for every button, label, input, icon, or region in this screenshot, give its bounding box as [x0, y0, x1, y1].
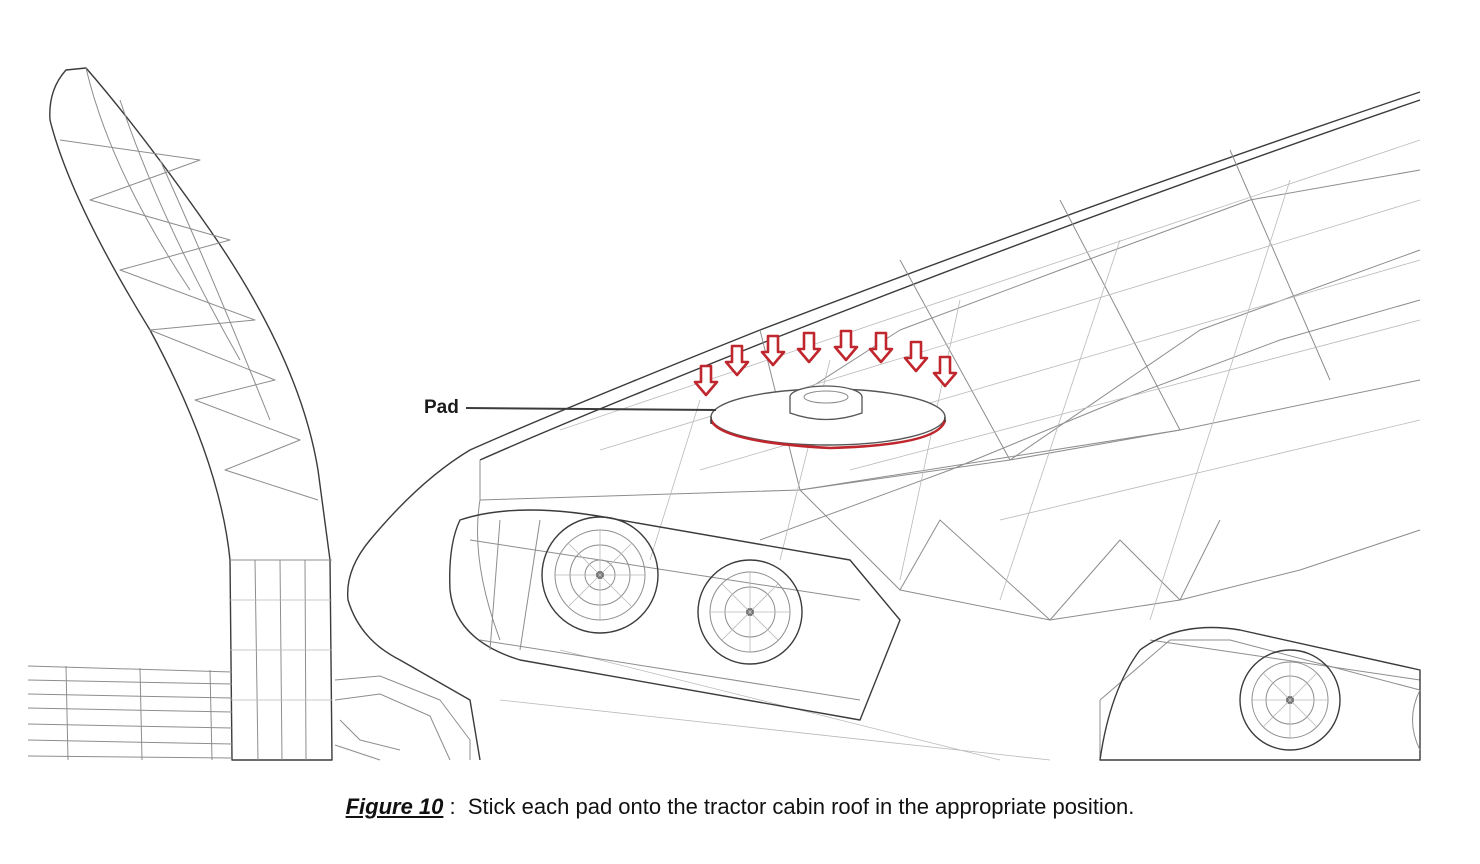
- pad-disc: [709, 385, 947, 450]
- callout-leader-line: [465, 407, 717, 411]
- press-down-arrow-icon: [760, 334, 786, 367]
- exhaust-pipe: [49, 67, 333, 761]
- press-down-arrow-icon: [724, 344, 750, 377]
- press-down-arrow-icon: [932, 355, 958, 388]
- press-down-arrow-icon: [868, 331, 894, 364]
- figure-number: Figure 10: [345, 794, 444, 819]
- callout-label: Pad: [424, 397, 459, 418]
- press-down-arrow-icon: [903, 340, 929, 373]
- figure-caption: Figure 10 : Stick each pad onto the trac…: [0, 794, 1480, 820]
- frame-bar: [27, 665, 233, 761]
- work-light-housing-right: [1099, 626, 1421, 761]
- press-down-arrow-icon: [693, 364, 719, 397]
- press-down-arrows: [693, 329, 958, 397]
- pad-callout: Pad: [424, 397, 717, 418]
- press-down-arrow-icon: [833, 329, 859, 362]
- press-down-arrow-icon: [796, 331, 822, 364]
- cabin-roof: [346, 91, 1421, 761]
- caption-separator: :: [443, 794, 456, 819]
- work-light-housing-left: [449, 509, 901, 721]
- caption-text: Stick each pad onto the tractor cabin ro…: [467, 794, 1135, 819]
- mount-bracket: [334, 675, 471, 761]
